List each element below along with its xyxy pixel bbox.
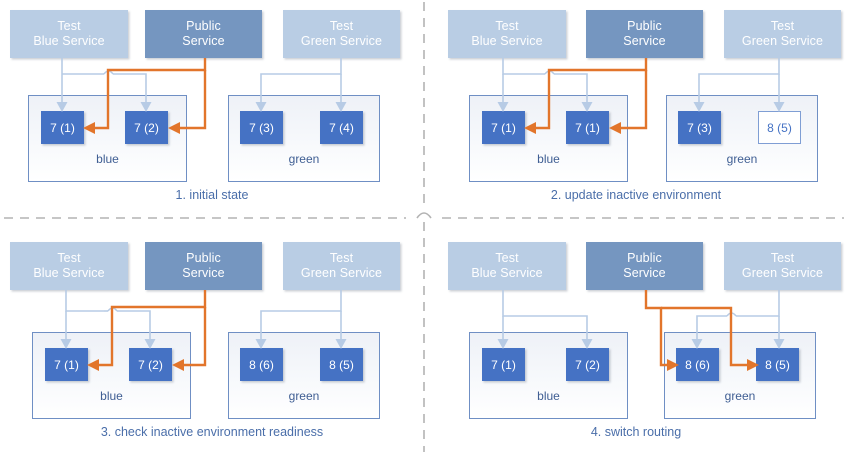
service-test-green[interactable]: Test Green Service xyxy=(283,10,400,58)
service-public-line1: Public xyxy=(627,19,662,33)
service-test-green-line1: Test xyxy=(770,19,795,33)
panel-update-inactive-environment: Test Blue Service Public Service Test Gr… xyxy=(424,0,848,228)
environment-blue-label: blue xyxy=(96,152,119,166)
environment-green-label: green xyxy=(288,389,320,403)
panel-switch-routing: Test Blue Service Public Service Test Gr… xyxy=(424,228,848,456)
service-public[interactable]: Public Service xyxy=(145,242,262,290)
environment-blue-label: blue xyxy=(100,389,123,403)
instance-blue-1[interactable]: 7 (1) xyxy=(482,111,525,144)
panel-caption: 1. initial state xyxy=(175,188,249,202)
instance-green-2[interactable]: 7 (4) xyxy=(320,111,363,144)
service-test-blue-line2: Blue Service xyxy=(471,34,543,48)
service-test-blue-line1: Test xyxy=(57,19,81,33)
service-test-green-line1: Test xyxy=(329,19,354,33)
instance-green-2[interactable]: 8 (5) xyxy=(320,348,363,381)
service-public-line1: Public xyxy=(186,19,221,33)
environment-green-label: green xyxy=(724,389,756,403)
panel-caption: 3. check inactive environment readiness xyxy=(100,425,324,439)
environment-green-label: green xyxy=(288,152,320,166)
instance-blue-2[interactable]: 7 (1) xyxy=(566,111,609,144)
service-public-line1: Public xyxy=(627,251,662,265)
service-test-blue-line2: Blue Service xyxy=(33,266,105,280)
service-public-line2: Service xyxy=(623,34,666,48)
service-test-green-line2: Green Service xyxy=(300,34,383,48)
instance-blue-1[interactable]: 7 (1) xyxy=(45,348,88,381)
environment-blue-label: blue xyxy=(537,389,560,403)
instance-green-1[interactable]: 7 (3) xyxy=(240,111,283,144)
service-test-blue-line1: Test xyxy=(57,251,81,265)
service-test-blue-line1: Test xyxy=(495,19,519,33)
service-public-line2: Service xyxy=(623,266,666,280)
service-test-green-line2: Green Service xyxy=(300,266,383,280)
service-public-line1: Public xyxy=(186,251,221,265)
service-test-green-line1: Test xyxy=(329,251,354,265)
service-test-blue[interactable]: Test Blue Service xyxy=(448,242,566,290)
instance-blue-2[interactable]: 7 (2) xyxy=(566,348,609,381)
service-public[interactable]: Public Service xyxy=(145,10,262,58)
environment-blue-label: blue xyxy=(537,152,560,166)
service-test-blue-line2: Blue Service xyxy=(471,266,543,280)
instance-green-1[interactable]: 8 (6) xyxy=(240,348,283,381)
service-test-green-line2: Green Service xyxy=(741,34,824,48)
instance-blue-1[interactable]: 7 (1) xyxy=(41,111,84,144)
instance-blue-2[interactable]: 7 (2) xyxy=(129,348,172,381)
panel-caption: 4. switch routing xyxy=(590,425,682,439)
instance-blue-2[interactable]: 7 (2) xyxy=(125,111,168,144)
service-public[interactable]: Public Service xyxy=(586,242,703,290)
panel-caption: 2. update inactive environment xyxy=(550,188,722,202)
instance-green-1[interactable]: 8 (6) xyxy=(676,348,719,381)
service-test-blue[interactable]: Test Blue Service xyxy=(10,10,128,58)
service-test-green-line1: Test xyxy=(770,251,795,265)
service-test-blue-line1: Test xyxy=(495,251,519,265)
service-test-green[interactable]: Test Green Service xyxy=(283,242,400,290)
instance-green-1[interactable]: 7 (3) xyxy=(678,111,721,144)
service-test-blue[interactable]: Test Blue Service xyxy=(448,10,566,58)
service-test-blue[interactable]: Test Blue Service xyxy=(10,242,128,290)
instance-blue-1[interactable]: 7 (1) xyxy=(482,348,525,381)
service-test-blue-line2: Blue Service xyxy=(33,34,105,48)
service-public-line2: Service xyxy=(182,266,225,280)
service-test-green-line2: Green Service xyxy=(741,266,824,280)
service-public[interactable]: Public Service xyxy=(586,10,703,58)
instance-green-2[interactable]: 8 (5) xyxy=(756,348,799,381)
instance-green-2[interactable]: 8 (5) xyxy=(758,111,801,144)
service-test-green[interactable]: Test Green Service xyxy=(724,242,841,290)
service-test-green[interactable]: Test Green Service xyxy=(724,10,841,58)
panel-check-inactive-environment-readiness: Test Blue Service Public Service Test Gr… xyxy=(0,228,424,456)
environment-green-label: green xyxy=(726,152,758,166)
panel-initial-state: Test Blue Service Public Service Test Gr… xyxy=(0,0,424,228)
service-public-line2: Service xyxy=(182,34,225,48)
